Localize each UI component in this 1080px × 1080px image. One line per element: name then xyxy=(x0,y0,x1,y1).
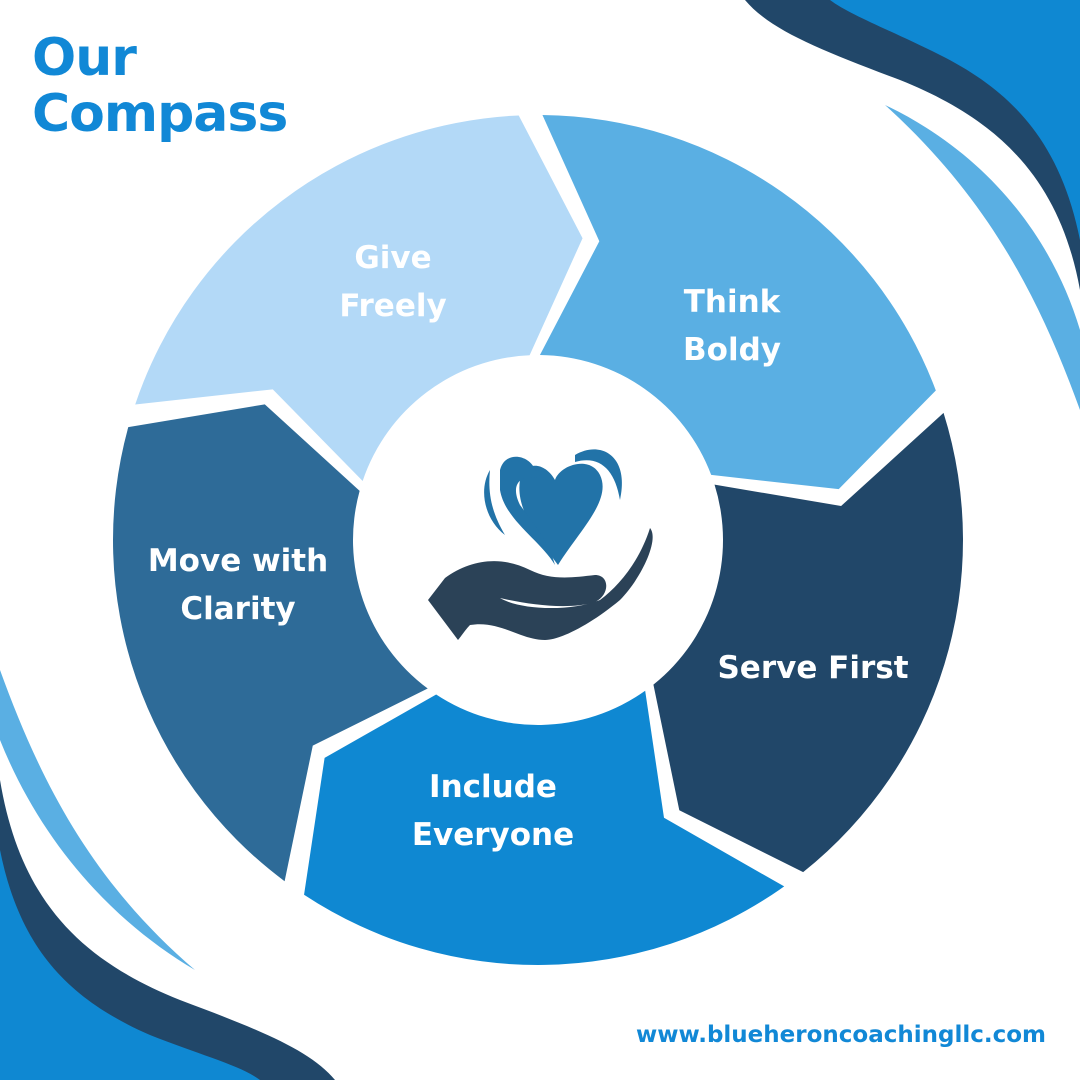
segment-move-with-clarity xyxy=(135,115,583,481)
label-line: Serve First xyxy=(717,650,909,686)
segment-think-boldy xyxy=(653,412,963,873)
label-line: Give xyxy=(354,240,432,276)
label-line: Boldy xyxy=(683,332,781,368)
segment-serve-first xyxy=(304,690,785,965)
heron-heart-hand-icon xyxy=(428,449,653,640)
segment-give-freely xyxy=(539,115,936,490)
decorative-swoosh-bottom-left xyxy=(0,670,335,1080)
label-line: Think xyxy=(683,284,781,320)
label-line: Include xyxy=(429,769,557,805)
segment-label-serve-first: Serve First xyxy=(717,644,908,692)
segment-include-everyone xyxy=(112,404,428,882)
label-line: Move with xyxy=(147,543,329,579)
label-line: Everyone xyxy=(411,817,575,853)
label-line: Freely xyxy=(339,288,447,324)
website-link[interactable]: www.blueheroncoachingllc.com xyxy=(635,1022,1046,1048)
compass-ring xyxy=(112,115,963,965)
label-line: Clarity xyxy=(180,591,296,627)
title-line-2: Compass xyxy=(32,84,288,144)
title-line-1: Our xyxy=(32,28,137,88)
decorative-swoosh-top-right xyxy=(745,0,1080,410)
